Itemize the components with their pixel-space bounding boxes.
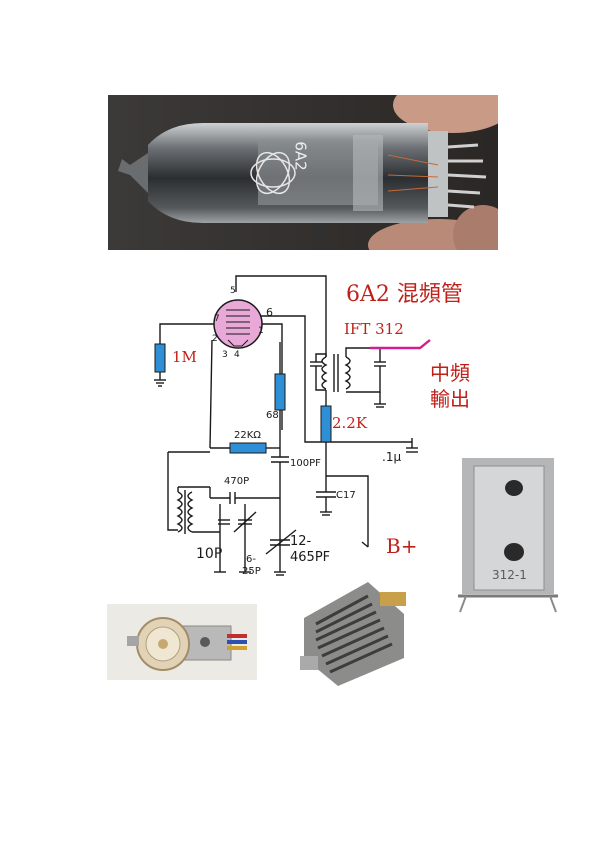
r-2-2k-label: 2.2K	[332, 414, 368, 432]
resistor-2-2k	[320, 405, 332, 443]
ift-label: IFT 312	[344, 320, 404, 338]
schematic-wiring	[154, 275, 431, 576]
pin-4-label: 4	[234, 350, 240, 360]
pin-5-label: 5	[230, 286, 236, 296]
c-10p-label: 10P	[196, 546, 223, 562]
mixer-schematic: 6A2 混頻管 IFT 312 中頻 輸出 B+ 1M 2.2K 22KΩ 68…	[130, 262, 490, 582]
pin-6-label: 6	[266, 306, 273, 319]
c-100pf-label: 100PF	[290, 458, 321, 469]
tube-symbol	[213, 299, 263, 349]
c-470p-label: 470P	[224, 476, 250, 487]
pin-3-label: 3	[222, 350, 228, 360]
pin-7-label: 7	[214, 314, 220, 324]
schematic-title: 6A2 混頻管	[346, 282, 463, 307]
r-22k-label: 22KΩ	[234, 430, 261, 441]
if-output-label-line1: 中頻	[430, 361, 470, 385]
ift-photo: 312-1	[454, 454, 562, 614]
c-c17-label: C17	[336, 490, 356, 501]
tube-marking: 6A2	[291, 141, 310, 171]
resistor-68	[274, 373, 286, 411]
trimmer-photo	[107, 604, 257, 680]
bplus-label: B+	[386, 534, 418, 558]
if-output-line	[370, 339, 431, 350]
pin-2-label: 2	[212, 334, 218, 344]
c-trim-label-line1: 6-	[246, 554, 256, 565]
variable-capacitor-photo	[298, 578, 410, 688]
c-01u-label: .1μ	[382, 450, 402, 464]
tube-photo: 6A2	[108, 95, 498, 250]
c-var-label-line2: 465PF	[290, 550, 331, 565]
pin-1-label: 1	[258, 326, 264, 336]
r-68-label: 68	[266, 410, 279, 421]
resistor-22k	[229, 442, 267, 454]
ift-marking: 312-1	[492, 568, 527, 582]
c-var-label-line1: 12-	[290, 534, 312, 549]
r-1m-label: 1M	[172, 348, 197, 366]
resistor-1m	[154, 343, 166, 373]
c-trim-label-line2: 25P	[242, 566, 261, 577]
if-output-label-line2: 輸出	[430, 387, 470, 411]
